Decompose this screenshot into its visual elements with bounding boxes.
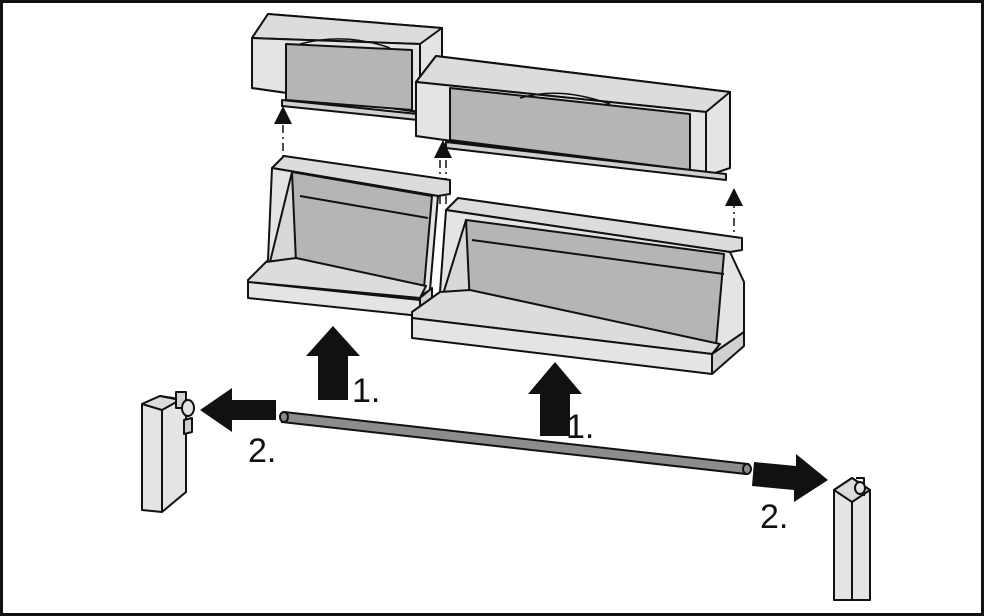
lift-left-arrow-icon	[306, 326, 360, 400]
step-label-lift-right: 1.	[566, 408, 594, 446]
right-end-bracket[interactable]	[833, 477, 871, 601]
guide-arrow-icon	[274, 106, 292, 124]
upper-right-shelf-lid[interactable]	[415, 55, 731, 181]
small-up-arrows	[274, 106, 743, 206]
lift-right-arrow-icon	[528, 362, 582, 436]
step-label-pull-right: 2.	[760, 498, 788, 536]
guide-arrow-icon	[725, 188, 743, 206]
left-door-shelf[interactable]	[247, 155, 451, 317]
step-label-pull-left: 2.	[248, 432, 276, 470]
step-arrows	[200, 326, 828, 502]
left-end-bracket[interactable]	[141, 391, 195, 513]
pull-left-arrow-icon	[200, 388, 276, 432]
right-door-shelf[interactable]	[411, 197, 745, 375]
step-label-lift-left: 1.	[352, 372, 380, 410]
pull-right-arrow-icon	[752, 454, 828, 502]
guide-arrow-icon	[434, 140, 452, 158]
upper-left-shelf-lid[interactable]	[251, 13, 443, 121]
support-rod[interactable]	[279, 410, 752, 476]
